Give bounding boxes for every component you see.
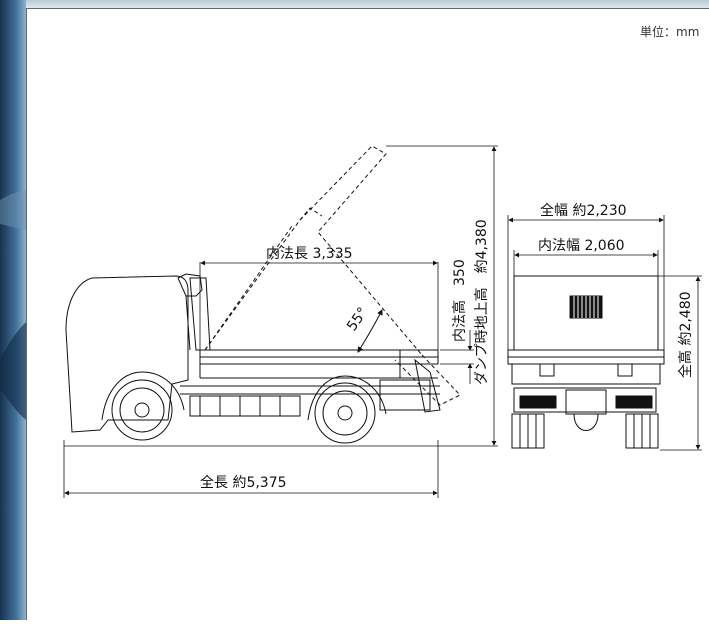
top-band: [0, 0, 709, 8]
dump-height-label: ダンプ時地上高 約4,380: [474, 219, 490, 385]
front-wheel: [101, 371, 185, 441]
rear-view-truck: [507, 275, 665, 449]
rear-wheel: [307, 375, 387, 444]
inner-width-label: 内法幅 2,060: [538, 238, 625, 254]
side-dimension-lines: [63, 145, 498, 498]
inner-length-label: 内法長 3,335: [266, 246, 353, 262]
overall-width-label: 全幅 約2,230: [540, 203, 627, 219]
rear-dimension-lines: [507, 215, 702, 451]
unit-label: 単位：mm: [640, 25, 700, 39]
side-view-truck: [65, 145, 461, 433]
inner-height-label: 内法高 350: [452, 259, 468, 342]
overall-height-label: 全高 約2,480: [678, 291, 694, 378]
left-background-strip: [0, 0, 26, 620]
overall-length-label: 全長 約5,375: [200, 475, 287, 491]
angle-arc: [357, 309, 383, 353]
